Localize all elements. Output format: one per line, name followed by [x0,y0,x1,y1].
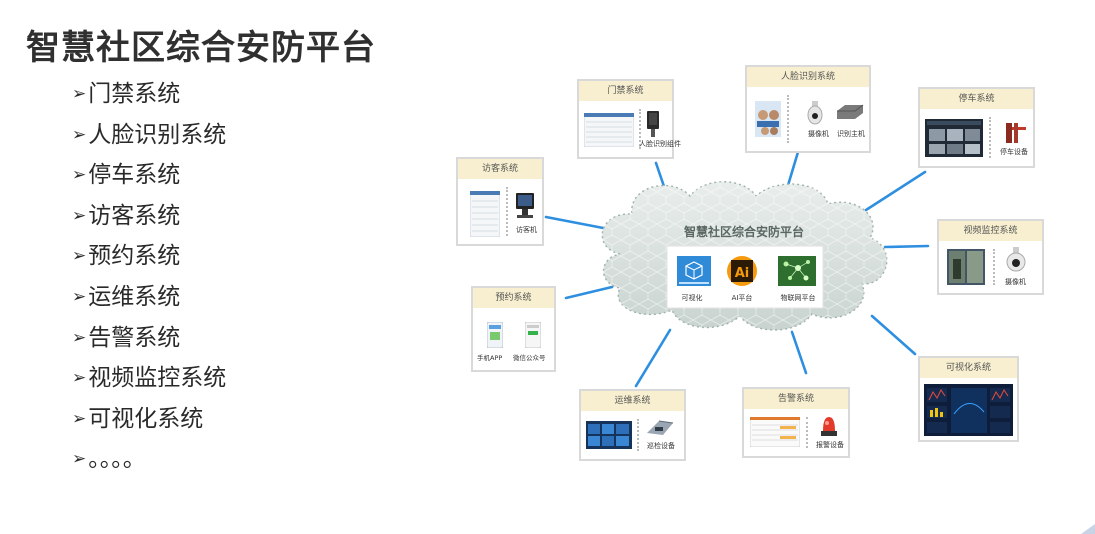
hub-title: 智慧社区综合安防平台 [683,224,804,239]
module-label-visual: 可视化 [682,293,703,302]
arrow-bullet-icon: ➢ [72,246,87,267]
node-title: 视频监控系统 [939,221,1042,241]
arrow-bullet-icon: ➢ [72,205,87,226]
system-list: ➢门禁系统 ➢人脸识别系统 ➢停车系统 ➢访客系统 ➢预约系统 ➢运维系统 ➢告… [72,80,226,486]
device-label: 人脸识别组件 [639,140,681,148]
device-label: 手机APP [477,354,503,362]
connector-booking [564,285,614,300]
node-visitor: 访客系统 访客机 [456,157,544,246]
svg-text:Ai: Ai [735,266,750,281]
node-access-control: 门禁系统 人脸识别组件 [577,79,681,159]
connector-visual [870,314,917,356]
ops-screenshot-icon [586,421,632,449]
device-label: 停车设备 [1000,148,1028,156]
device-label: 报警设备 [816,441,844,449]
cube-icon [677,256,711,286]
arrow-bullet-icon: ➢ [72,408,87,429]
module-label-iot: 物联网平台 [781,293,816,302]
node-title: 访客系统 [458,159,542,179]
node-visualization: 可视化系统 [918,356,1019,442]
list-item: ➢停车系统 [72,162,181,189]
arrow-bullet-icon: ➢ [72,286,87,307]
node-title: 运维系统 [581,391,684,411]
mobile-app-icon [487,322,503,348]
list-item: ➢告警系统 [72,324,181,351]
node-face-recognition: 人脸识别系统 摄像机 识别主机 [745,65,871,153]
node-alarm: 告警系统 报警设备 [742,387,850,458]
dashboard-screenshot-icon [924,384,1013,436]
parking-barrier-icon [1006,123,1026,143]
connector-ops [634,328,672,388]
surveillance-screenshot-icon [947,249,985,285]
face-photo-icon [755,101,781,137]
device-label: 巡检设备 [647,442,675,450]
list-item: ➢。。。。 [72,446,146,473]
arrow-bullet-icon: ➢ [72,84,87,104]
face-terminal-icon [647,111,659,137]
device-label: 微信公众号 [513,354,546,362]
list-item: ➢预约系统 [72,243,181,270]
connector-parking [864,170,927,212]
hub-modules-panel: Ai 可视化 AI平台 物联网平台 [666,245,824,309]
device-label: 摄像机 [1005,278,1026,286]
arrow-bullet-icon: ➢ [72,124,87,145]
visitor-screenshot-icon [470,191,500,237]
node-title: 可视化系统 [920,358,1017,378]
connector-video [883,244,930,249]
arrow-bullet-icon: ➢ [72,165,87,186]
device-label: 摄像机 [808,130,829,138]
module-label-ai: AI平台 [732,293,753,302]
ai-icon: Ai [727,256,757,286]
iot-network-icon [778,256,816,286]
alarm-screenshot-icon [750,417,800,447]
page-title: 智慧社区综合安防平台 [26,28,376,68]
list-item: ➢人脸识别系统 [72,121,227,148]
node-booking: 预约系统 手机APP 微信公众号 [471,286,556,372]
node-title: 告警系统 [744,389,848,409]
node-parking: 停车系统 停车设备 [918,87,1035,168]
connector-alarm [790,330,808,375]
node-title: 人脸识别系统 [747,67,869,87]
list-item: ➢可视化系统 [72,405,204,432]
node-title: 门禁系统 [579,81,672,101]
arrow-bullet-icon: ➢ [72,449,87,470]
device-label: 识别主机 [837,130,865,138]
node-video-surveillance: 视频监控系统 摄像机 [937,219,1044,295]
node-operations: 运维系统 巡检设备 [579,389,686,461]
node-title: 预约系统 [473,288,554,308]
node-title: 停车系统 [920,89,1033,109]
list-item: ➢视频监控系统 [72,365,227,392]
parking-screenshot-icon [925,119,983,157]
visitor-kiosk-icon [516,193,534,218]
alarm-light-icon [821,417,837,436]
inspection-device-icon [647,420,674,435]
table-screenshot-icon [584,113,634,147]
list-item: ➢访客系统 [72,202,181,229]
arrow-bullet-icon: ➢ [72,368,87,389]
recognition-host-icon [837,104,864,119]
list-item: ➢门禁系统 [72,81,181,107]
ptz-camera-icon [1006,247,1026,272]
device-label: 访客机 [516,226,537,234]
corner-mark-icon [1081,524,1095,534]
arrow-bullet-icon: ➢ [72,327,87,348]
list-item: ➢运维系统 [72,283,181,310]
wechat-account-icon [525,322,541,348]
dome-camera-icon [807,101,823,125]
